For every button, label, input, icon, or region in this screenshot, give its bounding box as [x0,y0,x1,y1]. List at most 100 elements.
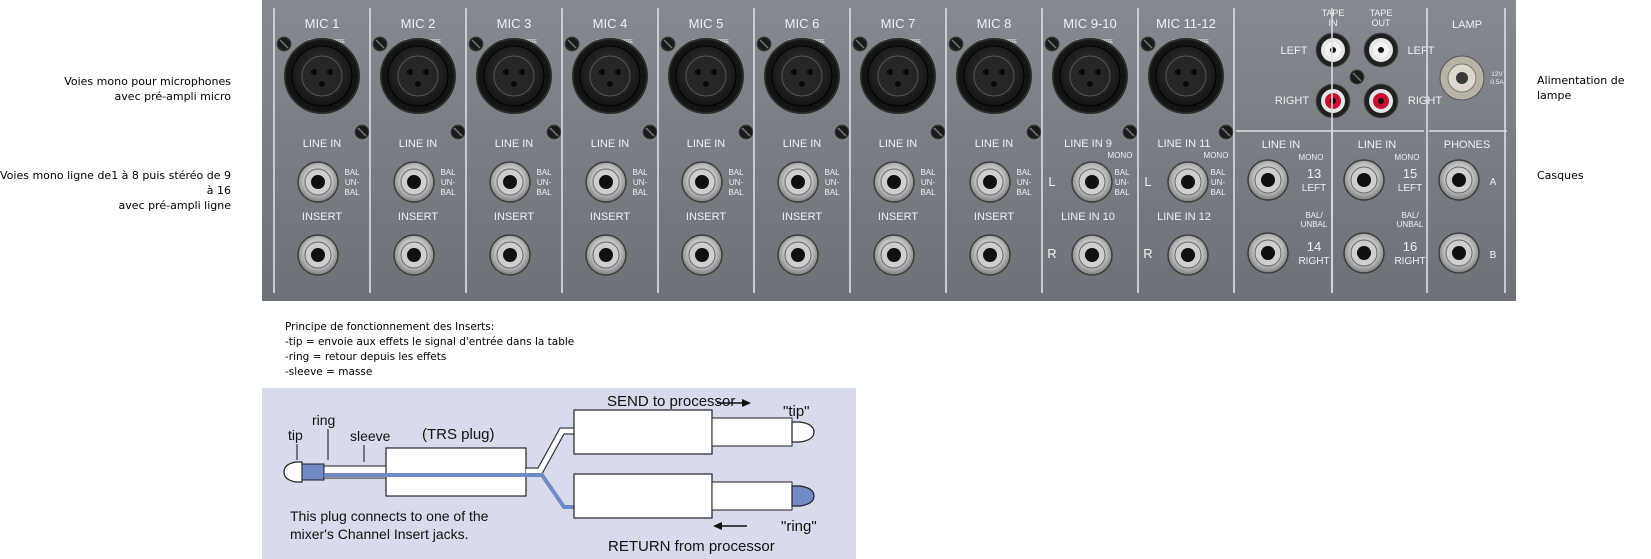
xlr-jack-6-pin-3 [799,81,805,87]
lamp-connector-pin [1456,72,1468,84]
xlr-screw-top-3-slot [471,39,481,49]
xlr-jack-6-pin-2 [807,69,813,75]
xlr-jack-9-pin-1 [1079,69,1085,75]
line-in-jack-3-hole [503,175,517,189]
line-13-14-bottom: RIGHT [1298,256,1329,267]
notes-ring: -ring = retour depuis les effets [285,351,447,363]
caption-line-1: This plug connects to one of the [290,508,489,524]
ch11-bottom-label: LINE IN 12 [1157,211,1211,223]
line-in-label-6: LINE IN [783,138,822,150]
bal-label-4-2: BAL [632,188,648,197]
ch9-left-jack-hole [1085,175,1099,189]
insert-label-7: INSERT [878,211,918,223]
xlr-screw-top-4-slot [567,39,577,49]
bal-label-3-2: BAL [536,188,552,197]
ch9-bottom-label: LINE IN 10 [1061,211,1115,223]
line-13-14-title: LINE IN [1262,139,1301,151]
xlr-jack-10-pin-3 [1183,81,1189,87]
plug-body [385,447,527,497]
ch11-bal-label-2: BAL [1210,188,1226,197]
rear-panel: MIC 1XDR MIC PRELINE INBALUN-BALINSERTMI… [262,0,1516,301]
xlr-screw-top-9-slot [1047,39,1057,49]
bal-label-6-2: BAL [824,188,840,197]
bal-label-8-0: BAL [1016,168,1032,177]
tape-left-label-b: LEFT [1408,45,1435,57]
channel-title-5: MIC 5 [689,16,724,31]
xlr-jack-4-pin-3 [607,81,613,87]
xlr-jack-4-insert [589,55,631,97]
send-plug-sleeve [711,417,793,447]
ch11-mono-label: MONO [1204,151,1229,160]
insert-label-1: INSERT [302,211,342,223]
xlr-jack-5-pin-2 [711,69,717,75]
line-15-16-num-bottom: 16 [1403,239,1417,254]
return-label: RETURN from processor [608,538,775,555]
bal-label-2-1: UN- [441,178,456,187]
channel-title-10: MIC 11-12 [1156,16,1216,31]
xlr-jack-10-pin-1 [1175,69,1181,75]
ring-label: ring [312,412,335,428]
channel-title-2: MIC 2 [401,16,436,31]
insert-label-3: INSERT [494,211,534,223]
tape-right-label-b: RIGHT [1408,95,1443,107]
return-plug-tip [791,485,815,507]
xlr-jack-2-pin-3 [415,81,421,87]
tape-in-label-1: TAPE [1322,8,1345,18]
line-in-label-2: LINE IN [399,138,438,150]
tape-in-label-2: IN [1329,18,1338,28]
tape-in-right-rca-pin [1330,98,1336,104]
ch11-bal-label-1: UN- [1211,178,1226,187]
ch9-bal-label-0: BAL [1114,168,1130,177]
insert-jack-4-hole [599,248,613,262]
bal-label-5-0: BAL [728,168,744,177]
xlr-jack-6-pin-1 [791,69,797,75]
line-in-label-8: LINE IN [975,138,1014,150]
bal-label-6-0: BAL [824,168,840,177]
xlr-screw-bottom-7-slot [933,127,943,137]
xlr-jack-5-pin-3 [703,81,709,87]
xlr-jack-8-pin-1 [983,69,989,75]
line-15-16-top: LEFT [1398,183,1422,194]
insert-jack-8-hole [983,248,997,262]
xlr-screw-top-10-slot [1143,39,1153,49]
tape-out-label-1: TAPE [1370,8,1393,18]
headphones-label: Casques [1537,169,1584,182]
bal-label-8-2: BAL [1016,188,1032,197]
tape-in-left-rca-pin [1330,47,1336,53]
bal-label-1-0: BAL [344,168,360,177]
line-15-16-balunbal-2: UNBAL [1397,220,1424,229]
xlr-jack-1-pin-3 [319,81,325,87]
bal-label-2-0: BAL [440,168,456,177]
ch9-left-label: L [1048,174,1055,189]
xlr-jack-1-pin-2 [327,69,333,75]
xlr-screw-bottom-1-slot [357,127,367,137]
line-15-16-bottom: RIGHT [1394,256,1425,267]
insert-label-8: INSERT [974,211,1014,223]
line-in-label-5: LINE IN [687,138,726,150]
mic-channels-label: Voies mono pour microphones avec pré-amp… [64,74,231,104]
bal-label-3-0: BAL [536,168,552,177]
bal-label-5-1: UN- [729,178,744,187]
xlr-jack-4-pin-2 [615,69,621,75]
notes-tip: -tip = envoie aux effets le signal d'ent… [285,336,575,348]
tape-out-left-rca-pin [1378,47,1384,53]
insert-jack-3-hole [503,248,517,262]
line-in-jack-6-hole [791,175,805,189]
xlr-jack-2-pin-2 [423,69,429,75]
send-arrow-head [742,399,751,407]
bal-label-7-2: BAL [920,188,936,197]
sleeve-label: sleeve [350,428,391,444]
phones-title: PHONES [1444,139,1490,151]
phones-b-label: B [1490,250,1497,261]
xlr-jack-5-insert [685,55,727,97]
tip-quote-label: "tip" [783,403,810,420]
xlr-screw-bottom-6-slot [837,127,847,137]
channel-title-4: MIC 4 [593,16,628,31]
bal-label-6-1: UN- [825,178,840,187]
xlr-jack-3-pin-3 [511,81,517,87]
line-13-14-num-bottom: 14 [1307,239,1321,254]
xlr-jack-2-pin-1 [407,69,413,75]
xlr-jack-7-pin-1 [887,69,893,75]
xlr-jack-2-insert [397,55,439,97]
trs-diagram-drawing: tip ring sleeve (TRS plug) SEND to proce… [283,393,817,555]
